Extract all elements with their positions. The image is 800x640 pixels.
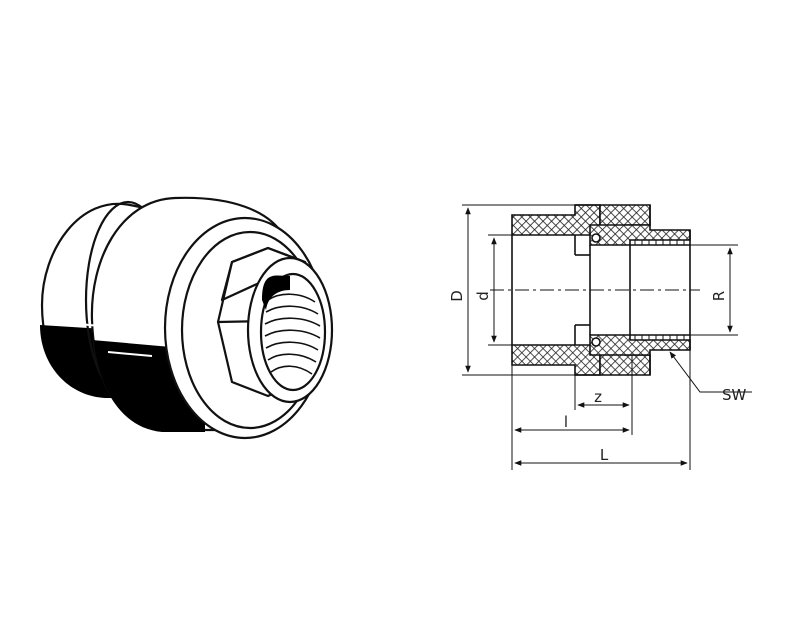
label-R: R bbox=[710, 291, 728, 301]
label-D: D bbox=[448, 290, 466, 302]
threaded-bore bbox=[246, 256, 334, 404]
label-L: L bbox=[600, 446, 609, 464]
socket-wall-top bbox=[511, 204, 601, 236]
label-z: z bbox=[594, 388, 602, 406]
fitting-3d-view bbox=[40, 196, 334, 440]
extension-lines bbox=[462, 204, 738, 470]
o-ring-top bbox=[591, 233, 601, 243]
thread-marks bbox=[634, 240, 685, 340]
label-l: l bbox=[564, 413, 568, 431]
label-SW: SW bbox=[722, 386, 747, 404]
insert-top bbox=[589, 224, 691, 246]
socket-wall-bottom bbox=[511, 344, 601, 376]
o-ring-bottom bbox=[591, 337, 601, 347]
label-d: d bbox=[474, 291, 492, 301]
section-view bbox=[462, 204, 752, 470]
insert-bottom bbox=[589, 334, 691, 356]
sw-leader bbox=[669, 351, 752, 393]
